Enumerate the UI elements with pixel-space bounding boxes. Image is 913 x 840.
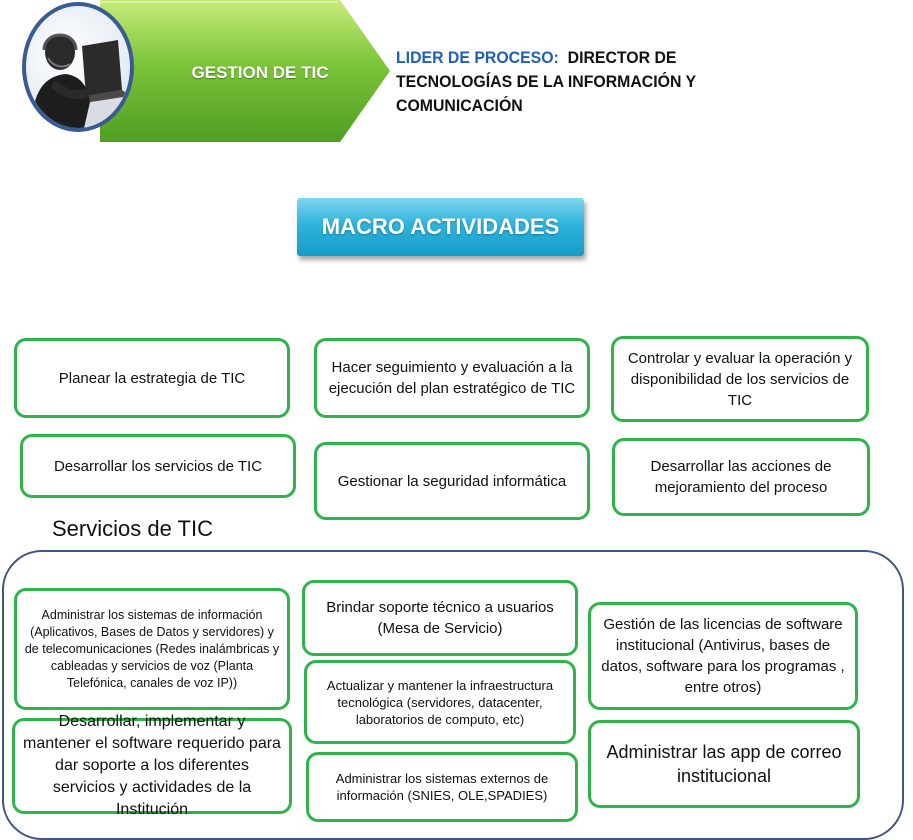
macro-activity-box: Hacer seguimiento y evaluación a la ejec… xyxy=(314,338,590,418)
service-box: Actualizar y mantener la infraestructura… xyxy=(304,660,576,744)
service-text: Administrar los sistemas de información … xyxy=(24,607,280,690)
operator-avatar-icon xyxy=(22,2,134,132)
macro-activity-box: Desarrollar los servicios de TIC xyxy=(20,434,296,498)
process-leader: LIDER DE PROCESO: DIRECTOR DE TECNOLOGÍA… xyxy=(396,46,742,118)
macro-activity-text: Gestionar la seguridad informática xyxy=(337,472,567,490)
service-text: Administrar los sistemas externos de inf… xyxy=(335,771,549,803)
macro-activity-box: Controlar y evaluar la operación y dispo… xyxy=(611,336,869,422)
service-text: Administrar las app de correo institucio… xyxy=(606,742,842,786)
service-box: Administrar los sistemas externos de inf… xyxy=(306,752,578,822)
leader-title-line2: TECNOLOGÍAS DE LA INFORMACIÓN Y xyxy=(396,73,697,91)
macro-activity-text: Desarrollar las acciones de mejoramiento… xyxy=(650,458,832,496)
service-box: Brindar soporte técnico a usuarios (Mesa… xyxy=(302,580,578,656)
service-text: Desarrollar, implementar y mantener el s… xyxy=(23,713,281,818)
service-box: Administrar las app de correo institucio… xyxy=(588,720,860,808)
macro-activity-box: Desarrollar las acciones de mejoramiento… xyxy=(612,438,870,516)
macro-activity-text: Planear la estrategia de TIC xyxy=(58,369,246,387)
service-box: Administrar los sistemas de información … xyxy=(14,588,290,710)
service-text: Actualizar y mantener la infraestructura… xyxy=(326,677,554,727)
macro-activity-text: Controlar y evaluar la operación y dispo… xyxy=(627,349,853,409)
macro-activities-title: MACRO ACTIVIDADES xyxy=(297,198,584,256)
leader-title-line3: COMUNICACIÓN xyxy=(396,97,523,115)
leader-title-line1: DIRECTOR DE xyxy=(567,49,677,67)
services-heading: Servicios de TIC xyxy=(52,516,213,541)
macro-activity-box: Gestionar la seguridad informática xyxy=(314,442,590,520)
macro-activity-text: Hacer seguimiento y evaluación a la ejec… xyxy=(328,359,576,397)
service-box: Gestión de las licencias de software ins… xyxy=(588,602,858,710)
macro-activity-text: Desarrollar los servicios de TIC xyxy=(53,457,263,475)
process-banner-arrow xyxy=(100,0,390,142)
leader-label: LIDER DE PROCESO: xyxy=(396,49,559,67)
macro-activity-box: Planear la estrategia de TIC xyxy=(14,338,290,418)
service-box: Desarrollar, implementar y mantener el s… xyxy=(12,713,292,818)
service-text: Gestión de las licencias de software ins… xyxy=(601,616,845,696)
service-text: Brindar soporte técnico a usuarios (Mesa… xyxy=(326,599,554,637)
process-name: GESTION DE TIC xyxy=(191,63,329,82)
